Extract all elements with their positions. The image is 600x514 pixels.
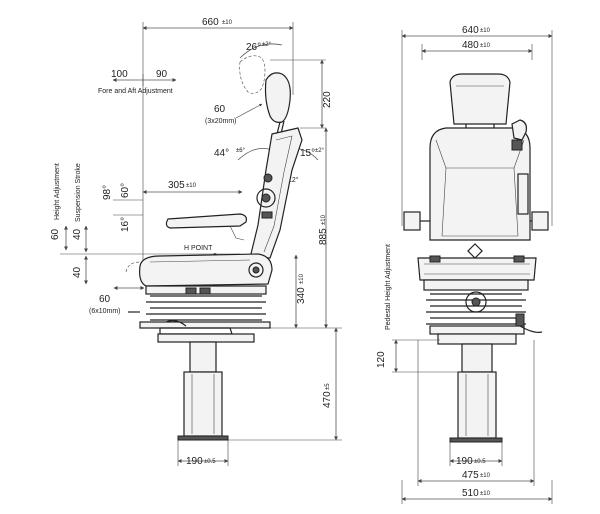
backrest-angle-label: 26° bbox=[246, 42, 261, 53]
backrest-angle-arc bbox=[239, 43, 283, 59]
stroke-up-value: 40 bbox=[72, 228, 83, 240]
side-pedestal bbox=[157, 333, 255, 441]
backrest-angle-tol: ±2° bbox=[262, 42, 272, 48]
footprint-width-tol: ±10 bbox=[480, 491, 491, 497]
front-width-label: 640 bbox=[462, 25, 479, 36]
armrest-length-tol: ±10 bbox=[186, 183, 197, 189]
lumbar-angle-label: 12° bbox=[288, 176, 299, 184]
headrest-adjust-leader bbox=[235, 103, 263, 119]
armrest-angle-mid: 60° bbox=[120, 183, 131, 198]
seat-height-tol: ±10 bbox=[299, 273, 305, 284]
total-height-tol: ±10 bbox=[321, 214, 327, 225]
side-headrest bbox=[239, 55, 291, 139]
pedestal-height-label: 470 bbox=[322, 391, 333, 408]
side-armrest bbox=[165, 213, 247, 241]
footprint-width-label: 510 bbox=[462, 488, 479, 499]
front-backrest bbox=[429, 127, 531, 259]
front-pedestal bbox=[437, 333, 517, 443]
recline-back-tol: ±6° bbox=[236, 148, 246, 154]
total-height-label: 885 bbox=[318, 228, 329, 245]
pedestal-height-tol: ±5 bbox=[325, 383, 331, 390]
side-suspension bbox=[128, 285, 271, 335]
pedestal-adjust-value: 120 bbox=[376, 351, 387, 368]
armrest-length-label: 305 bbox=[168, 180, 185, 191]
fore-aft-left-value: 100 bbox=[111, 69, 128, 80]
side-cushion bbox=[125, 253, 273, 287]
height-adjust-value: 60 bbox=[50, 228, 61, 240]
fore-aft-right-value: 90 bbox=[156, 69, 168, 80]
backrest-width-label: 480 bbox=[462, 40, 479, 51]
front-suspension bbox=[423, 279, 543, 335]
front-base-width-label: 190 bbox=[456, 456, 473, 467]
side-view: 660 ±10 26° ±2° 100 90 Fore and Aft Adju… bbox=[50, 17, 342, 467]
overall-depth-tol: ±10 bbox=[222, 20, 233, 26]
fore-aft-label: Fore and Aft Adjustment bbox=[98, 88, 173, 95]
backrest-width-tol: ±10 bbox=[480, 43, 491, 49]
recline-forward-tol: ±2° bbox=[315, 148, 325, 154]
pedestal-adjust-label: Pedestal Height Adjustment bbox=[385, 244, 392, 330]
recline-back-label: 44° bbox=[214, 148, 229, 159]
frame-width-label: 475 bbox=[462, 470, 479, 481]
base-width-label: 190 bbox=[186, 456, 203, 467]
cushion-adjust-steps: (6x10mm) bbox=[89, 308, 121, 315]
front-width-tol: ±10 bbox=[480, 28, 491, 34]
h-point-label: H POINT bbox=[184, 245, 213, 252]
overall-depth-label: 660 bbox=[202, 17, 219, 28]
headrest-height-label: 220 bbox=[322, 91, 333, 108]
seat-height-label: 340 bbox=[296, 287, 307, 304]
side-backrest bbox=[249, 127, 303, 259]
headrest-adjust-steps: (3x20mm) bbox=[205, 118, 237, 125]
front-controls bbox=[403, 119, 549, 231]
front-base-width-tol: ±0.5 bbox=[474, 459, 486, 465]
front-view: 640 ±10 480 ±10 bbox=[376, 25, 553, 504]
armrest-angle-down: 16° bbox=[120, 217, 131, 232]
front-headrest bbox=[449, 73, 511, 132]
armrest-angle-up: 98° bbox=[102, 185, 113, 200]
cushion-adjust-value: 60 bbox=[99, 294, 111, 305]
frame-width-tol: ±10 bbox=[480, 473, 491, 479]
front-cushion bbox=[417, 255, 537, 281]
base-width-tol: ±0.5 bbox=[204, 459, 216, 465]
stroke-down-value: 40 bbox=[72, 266, 83, 278]
height-adjustment-label: Height Adjustment bbox=[54, 163, 61, 220]
suspension-stroke-label: Suspension Stroke bbox=[75, 163, 82, 222]
recline-forward-label: 15° bbox=[300, 148, 315, 159]
headrest-adjust-value: 60 bbox=[214, 104, 226, 115]
